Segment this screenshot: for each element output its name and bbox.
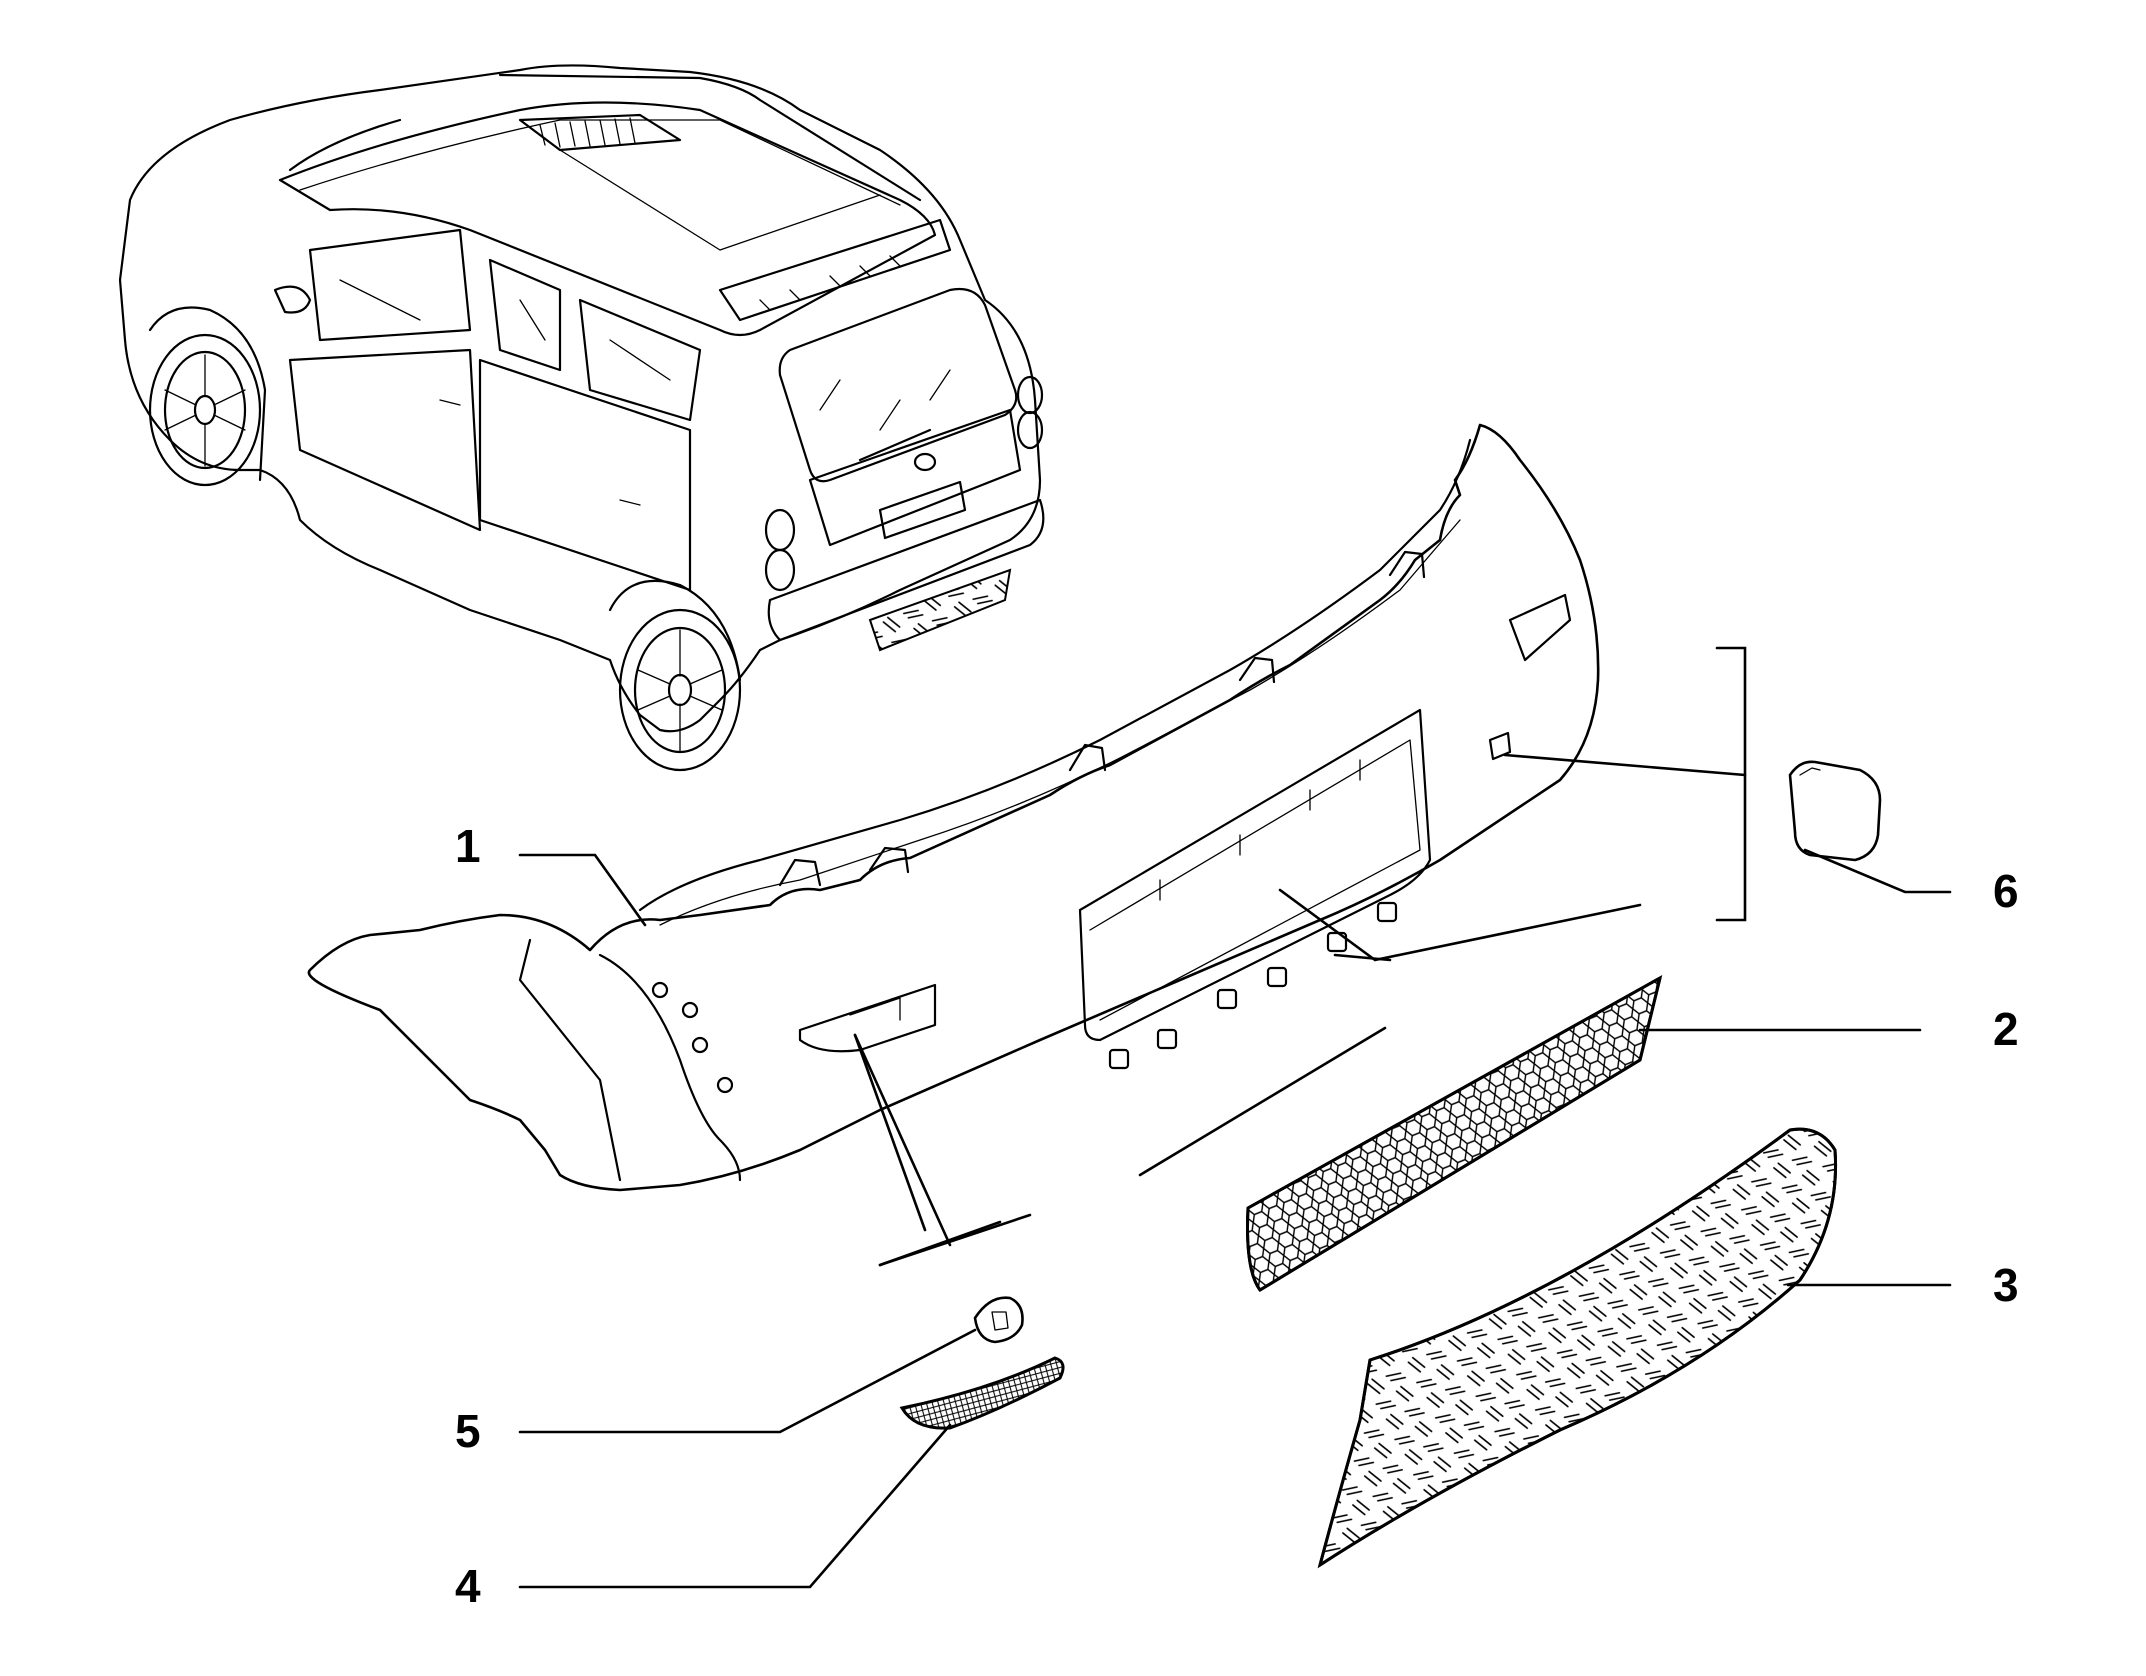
tread-plate-part <box>1317 1127 1838 1569</box>
small-cap-part <box>973 1296 1024 1344</box>
callout-2: 2 <box>1993 1003 2019 1055</box>
callout-leaders <box>518 848 1952 1589</box>
callout-4: 4 <box>455 1560 481 1612</box>
honeycomb-grille-part <box>1246 975 1663 1292</box>
callout-6: 6 <box>1993 865 2019 917</box>
callout-3: 3 <box>1993 1259 2019 1311</box>
leader-6 <box>1803 848 1952 894</box>
square-plug-part <box>1788 760 1882 862</box>
small-mesh-insert-part <box>899 1356 1065 1430</box>
leader-1 <box>518 853 647 927</box>
callout-5: 5 <box>455 1405 481 1457</box>
parking-sensor-holes <box>1108 901 1398 1070</box>
vehicle-illustration <box>118 64 1045 772</box>
leader-5 <box>518 1328 977 1434</box>
callout-1: 1 <box>455 820 481 872</box>
reference-lines <box>853 646 1747 1267</box>
leader-4 <box>518 1423 952 1589</box>
rear-bumper-part <box>307 423 1600 1192</box>
